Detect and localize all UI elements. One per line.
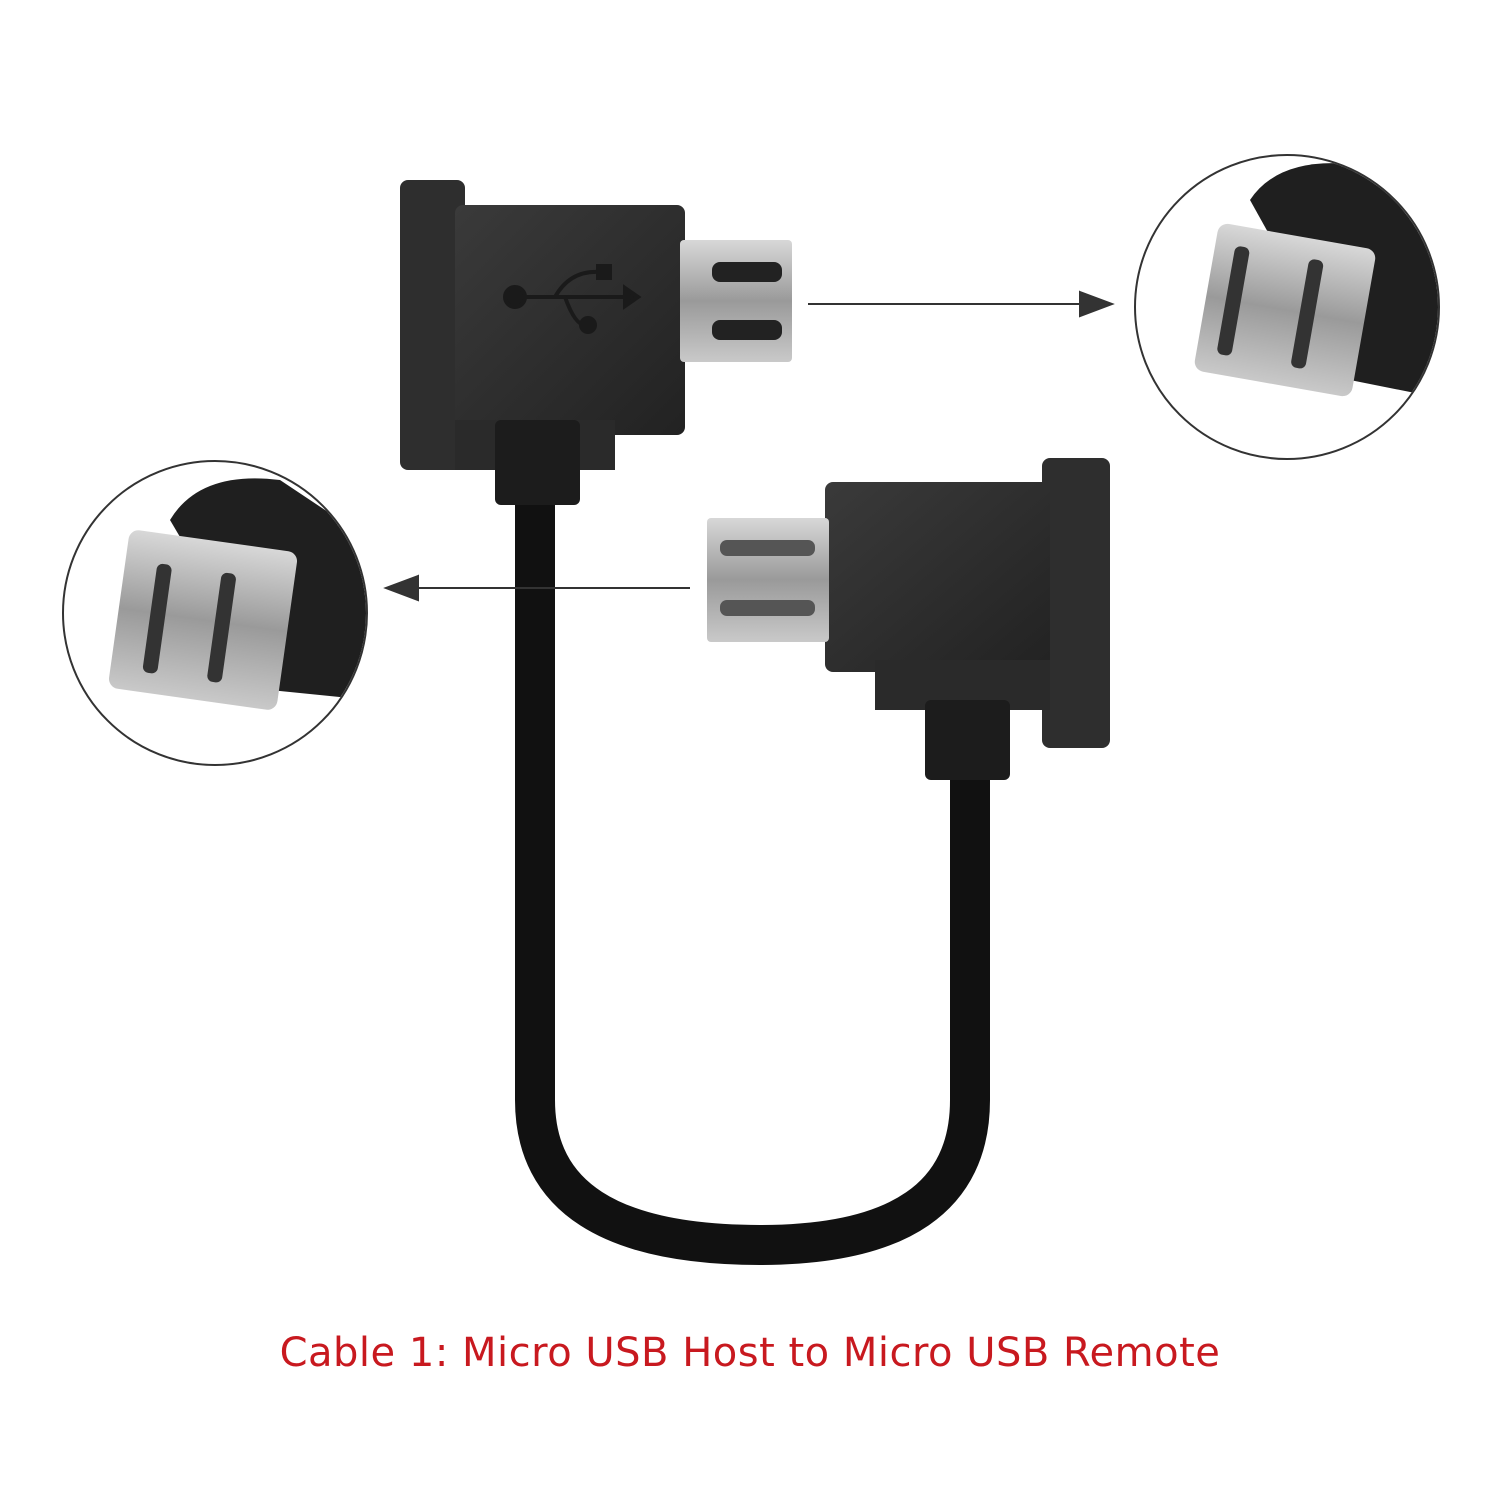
bottom-right-connector (707, 458, 1110, 780)
usb-logo-icon (503, 264, 642, 334)
top-left-connector (400, 180, 792, 505)
arrow-left (383, 574, 690, 602)
detail-circle-left (62, 460, 368, 766)
detail-circle-right (1134, 154, 1440, 460)
arrow-right (808, 290, 1115, 318)
caption: Cable 1: Micro USB Host to Micro USB Rem… (279, 1330, 1221, 1376)
cable (515, 480, 990, 1266)
